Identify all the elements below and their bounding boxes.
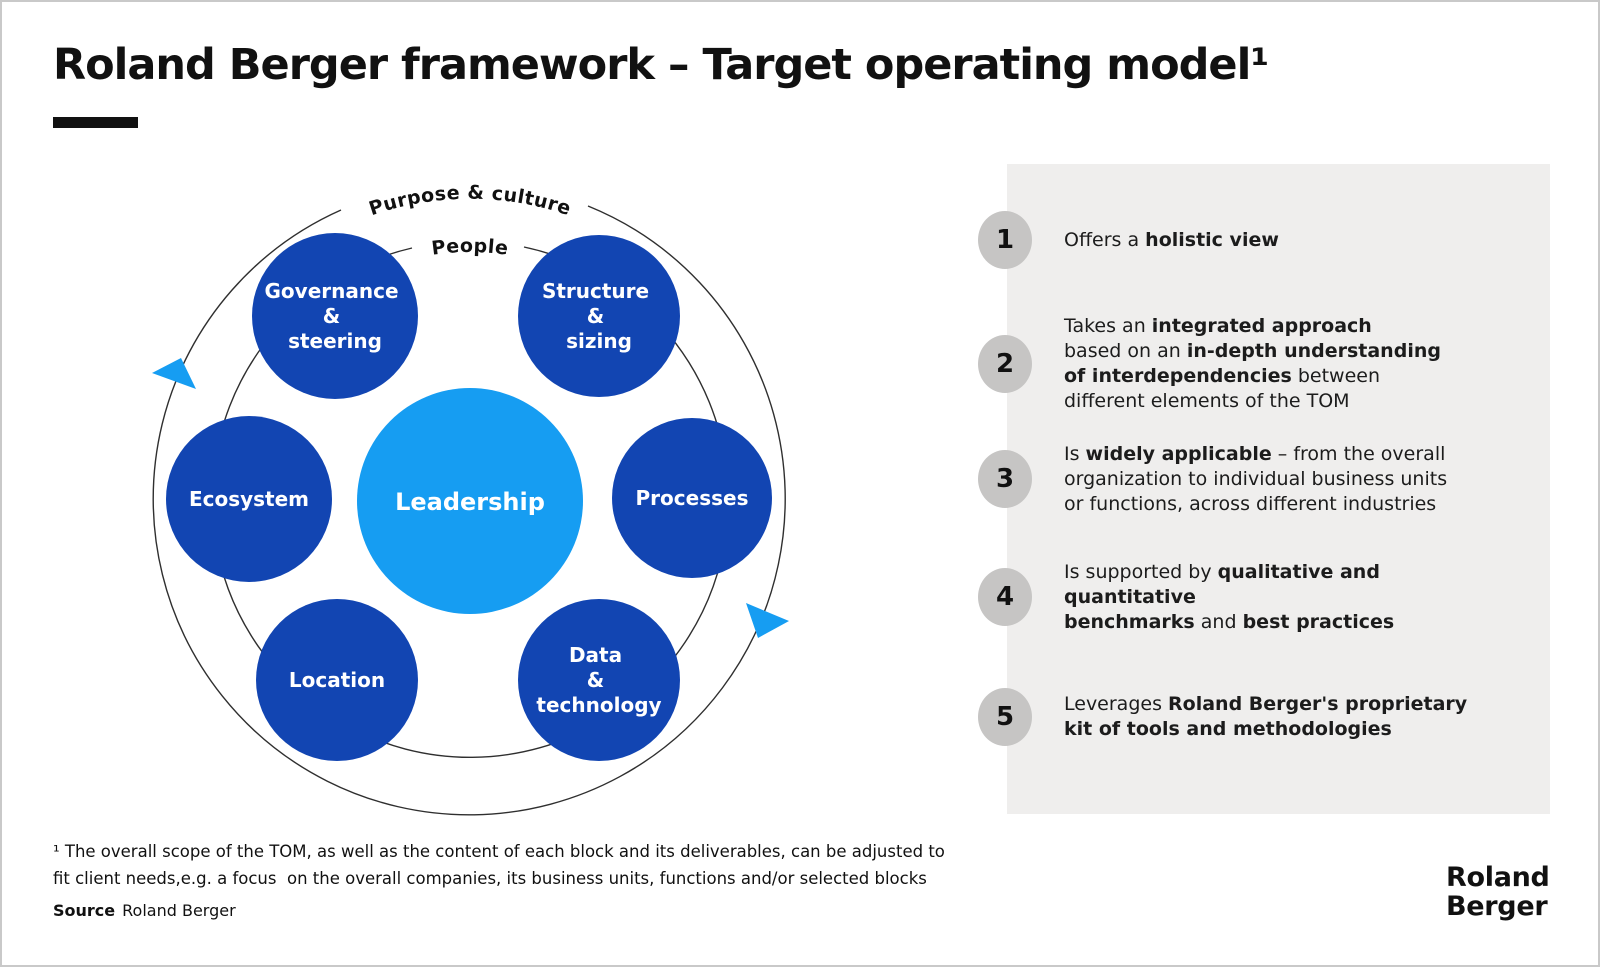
satellite-location: Location [256, 599, 418, 761]
ring-arrow-right-icon [746, 603, 789, 638]
roland-berger-logo: Roland Berger [1446, 863, 1550, 921]
label-line: steering [288, 329, 382, 353]
inner-ring [211, 246, 729, 759]
text-segment-bold: qualitative and quantitative benchmarks [1064, 560, 1380, 633]
label-line: technology [536, 693, 661, 717]
source-value: Roland Berger [122, 901, 236, 920]
panel-item-4-number: 4 [978, 568, 1032, 626]
panel-item-1: 1 Offers a holistic view [978, 180, 1518, 300]
satellite-data-technology: Data & technology [518, 599, 680, 761]
title-underline [53, 117, 138, 128]
label-line: Location [289, 668, 385, 692]
satellite-processes: Processes [612, 418, 772, 578]
text-segment: and [1194, 610, 1243, 633]
outer-ring-label-text: Purpose & culture [366, 182, 573, 220]
text-segment-bold: Roland Berger's proprietary kit of tools… [1064, 693, 1468, 740]
page-title: Roland Berger framework – Target operati… [53, 40, 1269, 90]
label-line: Processes [636, 486, 749, 510]
panel-item-5-number: 5 [978, 688, 1032, 746]
panel-item-2-text: Takes an integrated approach based on an… [1064, 314, 1441, 414]
label-line: Governance [265, 279, 399, 303]
source-label: Source [53, 901, 116, 920]
label-line: Data [569, 643, 622, 667]
label-line: & [323, 304, 340, 328]
leadership-label: Leadership [395, 488, 545, 516]
panel-item-3-text: Is widely applicable – from the overall … [1064, 442, 1447, 517]
tom-diagram: Purpose & culture People Governance & st… [152, 182, 789, 816]
location-label: Location [289, 668, 385, 692]
text-segment: Is [1064, 442, 1086, 465]
data-technology-circle [518, 599, 680, 761]
text-segment-bold: in-depth understanding of interdependenc… [1064, 340, 1441, 387]
ecosystem-circle [166, 416, 332, 582]
data-technology-label: Data & technology [536, 643, 661, 717]
satellite-ecosystem: Ecosystem [166, 416, 332, 582]
text-segment: – from the overall organization to indiv… [1064, 442, 1448, 515]
text-segment: Takes an [1064, 315, 1152, 337]
text-segment: Is supported by [1064, 560, 1218, 583]
panel-item-3: 3 Is widely applicable – from the overal… [978, 419, 1518, 539]
governance-steering-circle [252, 233, 418, 399]
key-points-panel: 1 Offers a holistic view 2 Takes an inte… [978, 164, 1550, 814]
outer-ring [152, 205, 786, 816]
processes-label: Processes [636, 486, 749, 510]
governance-steering-label: Governance & steering [265, 279, 406, 353]
ring-arrow-left-icon [152, 358, 196, 389]
text-segment: between different elements of the TOM [1064, 365, 1380, 412]
text-segment-bold: integrated approach [1151, 315, 1372, 337]
outer-ring-label: Purpose & culture [366, 182, 574, 220]
panel-item-5-text: Leverages Roland Berger's proprietary ki… [1064, 692, 1467, 742]
panel-item-2: 2 Takes an integrated approach based on … [978, 304, 1518, 424]
inner-ring-label: People [430, 235, 509, 260]
panel-item-5: 5 Leverages Roland Berger's proprietary … [978, 657, 1518, 777]
satellite-governance-steering: Governance & steering [252, 233, 418, 399]
logo-line-2: Berger [1446, 891, 1548, 922]
location-circle [256, 599, 418, 761]
label-line: sizing [566, 329, 632, 353]
label-line: Structure [542, 279, 649, 303]
satellite-structure-sizing: Structure & sizing [518, 235, 680, 397]
panel-item-1-number: 1 [978, 211, 1032, 269]
center-leadership: Leadership [357, 388, 583, 614]
text-segment-bold: best practices [1242, 610, 1395, 633]
processes-circle [612, 418, 772, 578]
structure-sizing-label: Structure & sizing [542, 279, 656, 353]
structure-sizing-circle [518, 235, 680, 397]
text-segment: Offers a [1064, 228, 1146, 251]
panel-item-4-text: Is supported by qualitative and quantita… [1064, 560, 1518, 635]
source-line: Source Roland Berger [53, 901, 236, 920]
panel-item-4: 4 Is supported by qualitative and quanti… [978, 537, 1518, 657]
ecosystem-label: Ecosystem [189, 487, 309, 511]
panel-item-1-text: Offers a holistic view [1064, 228, 1279, 253]
inner-ring-label-text: People [430, 235, 509, 260]
label-line: & [587, 304, 604, 328]
logo-line-1: Roland [1446, 862, 1550, 893]
label-line: & [587, 668, 604, 692]
panel-item-3-number: 3 [978, 450, 1032, 508]
leadership-circle [357, 388, 583, 614]
text-segment-bold: widely applicable [1085, 442, 1272, 465]
panel-item-2-number: 2 [978, 335, 1032, 393]
label-line: Ecosystem [189, 487, 309, 511]
footnote: ¹ The overall scope of the TOM, as well … [53, 842, 945, 888]
text-segment-bold: holistic view [1145, 228, 1279, 251]
text-segment: based on an [1064, 340, 1181, 362]
text-segment: Leverages [1064, 693, 1169, 715]
